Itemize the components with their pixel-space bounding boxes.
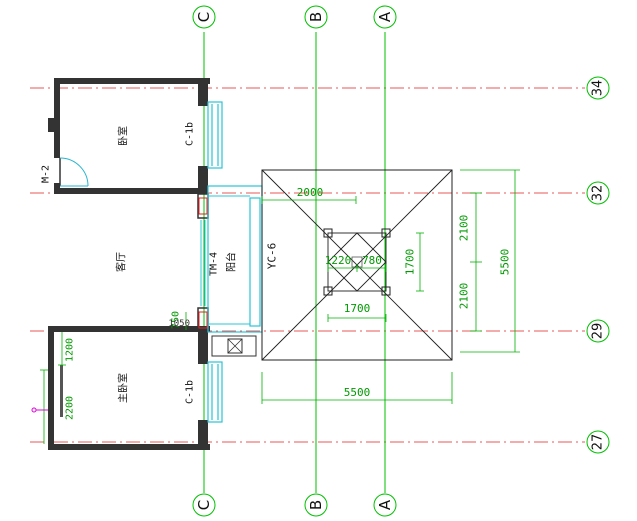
wall-bedroom-left-stub	[54, 183, 60, 194]
axis-bubble-34: 34	[586, 76, 610, 100]
balcony	[198, 185, 263, 357]
wall-master-left	[48, 326, 54, 450]
wall-bedroom-top	[54, 78, 210, 84]
axis-label-c-bottom: C	[195, 500, 213, 510]
axis-bubble-a-bottom: A	[373, 493, 397, 517]
dimension-lines	[40, 169, 520, 444]
balcony-rail	[249, 197, 261, 327]
dim-1700-h: 1700	[344, 302, 371, 315]
magenta-marker	[31, 407, 48, 413]
axis-label-b-top: B	[307, 12, 325, 22]
axis-label-a-top: A	[376, 11, 394, 22]
axis-bubble-29: 29	[586, 319, 610, 343]
dim-750: 750	[171, 311, 182, 329]
duct-box	[211, 335, 257, 357]
dim-2100-bottom: 2100	[458, 283, 471, 310]
wall-pier-left	[48, 118, 54, 132]
window-master	[207, 361, 223, 423]
wall-master-right-upper	[198, 332, 208, 364]
room-label-bedroom: 卧室	[117, 126, 130, 146]
tag-door-tm4: TM-4	[209, 252, 220, 276]
axis-bubble-b-bottom: B	[304, 493, 328, 517]
horizontal-grid-lines	[30, 87, 585, 443]
dim-1700-v: 1700	[404, 249, 417, 276]
dim-2200: 2200	[65, 396, 76, 420]
tag-canopy-yc6: YC-6	[266, 243, 279, 270]
axis-label-29: 29	[591, 323, 606, 340]
wall-master-inner-stub	[60, 365, 63, 417]
wall-master-right-lower	[198, 420, 208, 450]
axis-label-c-top: C	[195, 12, 213, 22]
dim-2100-top: 2100	[458, 215, 471, 242]
room-label-master: 主卧室	[117, 373, 130, 403]
wall-bedroom-left	[54, 78, 60, 158]
door-swing-arc	[59, 157, 89, 187]
axis-bubbles-right: 34 32 29 27	[586, 76, 610, 454]
door-m2	[59, 157, 89, 187]
axis-label-27: 27	[591, 434, 606, 451]
axis-label-34: 34	[591, 80, 606, 97]
axis-bubble-32: 32	[586, 181, 610, 205]
dim-780: 780	[362, 254, 382, 267]
wall-master-bottom	[54, 444, 210, 450]
axis-bubbles-top: C B A	[192, 5, 397, 29]
walls	[48, 78, 210, 450]
room-label-living: 客厅	[115, 252, 128, 272]
wall-bedroom-right-lower	[198, 166, 208, 194]
axis-bubbles-bottom: C B A	[192, 493, 397, 517]
wall-bedroom-bottom	[54, 188, 206, 194]
dim-1050: 1050	[168, 319, 190, 329]
dim-5500-h: 5500	[344, 386, 371, 399]
room-label-balcony: 阳台	[225, 252, 238, 272]
dimension-texts: 2000 1220 780 1700 5500 1700 2100 2100 5…	[65, 186, 512, 420]
wall-master-top	[48, 326, 210, 332]
axis-label-a-bottom: A	[376, 499, 394, 510]
tag-window-upper: C-1b	[185, 122, 196, 146]
axis-bubble-a-top: A	[373, 5, 397, 29]
canopy-inner-diamond	[327, 232, 387, 292]
axis-bubble-27: 27	[586, 430, 610, 454]
axis-label-b-bottom: B	[307, 500, 325, 510]
canopy-outline	[261, 169, 453, 361]
window-bedroom	[207, 101, 223, 169]
windows	[207, 101, 223, 423]
dim-5500-v: 5500	[499, 249, 512, 276]
axis-bubble-c-top: C	[192, 5, 216, 29]
axis-bubble-c-bottom: C	[192, 493, 216, 517]
axis-bubble-b-top: B	[304, 5, 328, 29]
dim-2000: 2000	[297, 186, 324, 199]
tag-window-lower: C-1b	[185, 380, 196, 404]
dim-1200: 1200	[65, 338, 76, 362]
dim-1220: 1220	[325, 254, 352, 267]
tag-door-m2: M-2	[41, 165, 52, 183]
axis-label-32: 32	[591, 185, 606, 202]
wall-bedroom-right-upper	[198, 84, 208, 106]
